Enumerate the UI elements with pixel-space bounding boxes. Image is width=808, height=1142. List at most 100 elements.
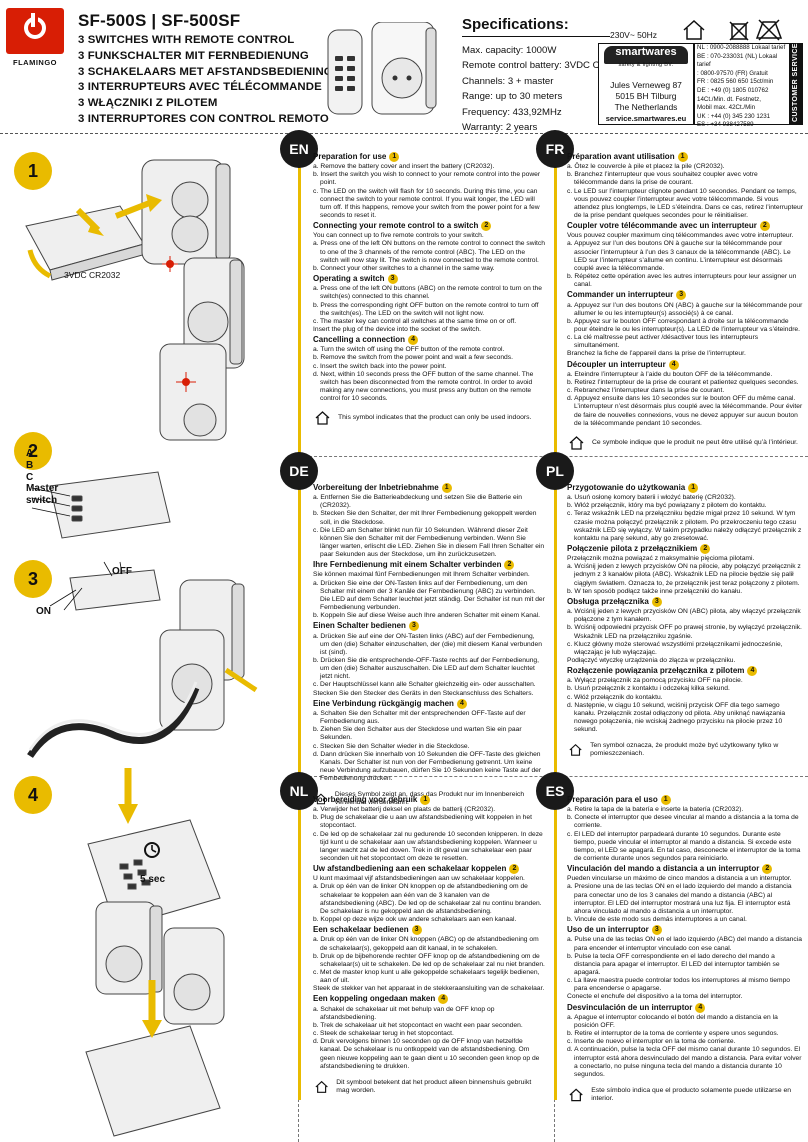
step-ref-badge: 2 xyxy=(509,864,520,875)
battery-label: 3VDC CR2032 xyxy=(64,270,121,280)
indoor-house-icon xyxy=(315,1080,328,1093)
indoor-notice: Este símbolo indica que el producto sola… xyxy=(567,1087,803,1103)
phone-row: ES : +34 938427589 xyxy=(697,121,754,129)
channel-label-b: B xyxy=(26,460,34,471)
instruction-line: d. Druk vervolgens binnen 10 seconden op… xyxy=(313,1038,540,1070)
smartwares-logo: smartwares xyxy=(604,46,688,64)
phone-row: BE : 070-233031 (NL) Lokaal tarief xyxy=(697,52,778,69)
address-line: Jules Verneweg 87 xyxy=(610,80,682,90)
step-3-illustration xyxy=(27,561,258,758)
instruction-line: c. Le LED sur l’interrupteur clignote pe… xyxy=(567,187,803,220)
instruction-line: a. Presione una de las teclas ON en el l… xyxy=(567,883,792,915)
customer-service-band: CUSTOMER SERVICE xyxy=(790,43,803,125)
step-ref-badge: 3 xyxy=(676,290,687,301)
step-ref-badge: 3 xyxy=(408,621,419,632)
step-4-badge: 4 xyxy=(14,776,52,814)
instruction-line: Vous pouvez coupler maximum cinq télécom… xyxy=(567,232,794,240)
lang-badge-es: ES xyxy=(536,772,574,810)
instruction-line: c. Rebranchez l’interrupteur dans la pri… xyxy=(567,387,725,395)
indoor-house-icon xyxy=(569,435,584,450)
instruction-line: b. Pulse la tecla OFF correspondiente en… xyxy=(567,952,780,976)
timer-icon xyxy=(144,842,160,858)
instruction-line: c. Włóż przełącznik do kontaktu. xyxy=(567,693,663,701)
step-ref-badge: 4 xyxy=(408,335,419,346)
spec-capacity: Max. capacity: 1000W xyxy=(462,45,557,56)
step-ref-badge: 4 xyxy=(747,666,758,677)
instruction-line: a. Appuyez sur l’un des boutons ON à gau… xyxy=(567,240,791,272)
instruction-line: a. Ôtez le couvercle à pile et placez la… xyxy=(567,163,725,171)
instruction-line: U kunt maximaal vijf afstandsbedieningen… xyxy=(313,875,525,883)
step-ref-badge: 1 xyxy=(660,795,671,805)
instruction-line: c. Teraz wskaźnik LED na przełączniku bę… xyxy=(567,510,802,542)
step-1-badge: 1 xyxy=(14,152,52,190)
indoor-house-icon xyxy=(315,793,327,805)
instruction-line: b. Koppeln Sie auf diese Weise auch Ihre… xyxy=(313,612,541,620)
instruction-line: a. Drücken Sie auf eine der ON-Tasten li… xyxy=(313,632,542,656)
power-icon-bar xyxy=(31,13,35,27)
instruction-line: Steek de stekker van het apparaat in de … xyxy=(313,985,545,993)
instruction-line: b. Retirez l’interrupteur de la prise de… xyxy=(567,378,799,386)
instruction-line: a. Press one of the left ON buttons (ABC… xyxy=(313,285,542,301)
accent-line-nl xyxy=(298,800,301,1100)
master-label: Master xyxy=(26,483,59,494)
spec-range: Range: up to 30 meters xyxy=(462,91,563,103)
accent-line-en xyxy=(298,160,301,460)
step-ref-badge: 2 xyxy=(700,544,711,555)
instruction-line: b. Druk op de bijbehorende rechter OFF k… xyxy=(313,952,545,968)
step-ref-badge: 4 xyxy=(695,1002,706,1013)
step-2-illustration xyxy=(31,471,171,539)
instruction-line: c. Der Hauptschlüssel kann alle Schalter… xyxy=(313,681,536,689)
five-seconds-label: 5 sec xyxy=(140,874,166,885)
instruction-line: Branchez la fiche de l’appareil dans la … xyxy=(567,350,746,358)
indoor-notice: Ce symbole indique que le produit ne peu… xyxy=(567,435,803,450)
switch-label: switch xyxy=(26,495,58,506)
instruction-line: a. Wciśnij jeden z lewych przycisków ON … xyxy=(567,563,801,587)
instruction-line: Sie können maximal fünf Fernbedienungen … xyxy=(313,571,530,579)
instruction-line: c. Steek de schakelaar terug in het stop… xyxy=(313,1030,454,1038)
instruction-line: Insert the plug of the device into the s… xyxy=(313,325,482,333)
step-ref-badge: 2 xyxy=(762,864,773,875)
instruction-line: b. Retire el interruptor de la toma de c… xyxy=(567,1030,779,1038)
service-url[interactable]: service.smartwares.eu xyxy=(605,114,687,123)
instruction-line: d. A continuación, pulse la tecla OFF de… xyxy=(567,1046,802,1078)
instruction-line: a. Pulse una de las teclas ON en el lado… xyxy=(567,936,802,952)
channel-label-a: A xyxy=(26,448,34,459)
accent-line-fr xyxy=(554,160,557,460)
instruction-line: a. Druk op één van de linker ON knoppen … xyxy=(313,936,539,952)
instruction-line: a. Turn the switch off using the OFF but… xyxy=(313,346,505,354)
instruction-line: d. Next, within 10 seconds press the OFF… xyxy=(313,370,534,403)
step-ref-badge: 1 xyxy=(688,483,699,493)
instruction-line: b. Wciśnij odpowiedni przycisk OFF po pr… xyxy=(567,624,802,640)
instruction-line: b. Drücken Sie die entsprechende-OFF-Tas… xyxy=(313,656,540,681)
step-ref-badge: 3 xyxy=(387,274,398,285)
phone-row: 14Ct./Min. dt. Festnetz, xyxy=(697,95,761,103)
indoor-notice-text: Ce symbole indique que le produit ne peu… xyxy=(592,438,798,446)
indoor-notice: Dit symbool betekent dat het product all… xyxy=(313,1079,545,1095)
spec-warranty: Warranty: 2 years xyxy=(462,122,538,134)
indoor-notice-text: This symbol indicates that the product c… xyxy=(338,414,532,422)
lang-badge-en: EN xyxy=(280,130,318,168)
specs-divider xyxy=(462,36,610,37)
instruction-line: Conecte el enchufe del dispositivo a la … xyxy=(567,993,743,1001)
power-icon xyxy=(24,15,46,39)
instruction-line: b. W ten sposób podłącz także inne przeł… xyxy=(567,587,743,595)
instruction-line: a. Retire la tapa de la batería e insert… xyxy=(567,806,744,814)
instruction-line: Przełącznik można powiązać z maksymalnie… xyxy=(567,555,755,563)
section-heading: Rozłączenie powiązania przełącznika z pi… xyxy=(567,666,803,677)
instruction-line: d. Następnie, w ciągu 10 sekund, wciśnij… xyxy=(567,701,786,734)
section-heading: Ihre Fernbedienung mit einem Schalter ve… xyxy=(313,560,545,571)
indoor-notice: Ten symbol oznacza, że produkt może być … xyxy=(567,742,803,758)
service-address: Jules Verneweg 87 5015 BH Tilburg The Ne… xyxy=(600,80,692,113)
